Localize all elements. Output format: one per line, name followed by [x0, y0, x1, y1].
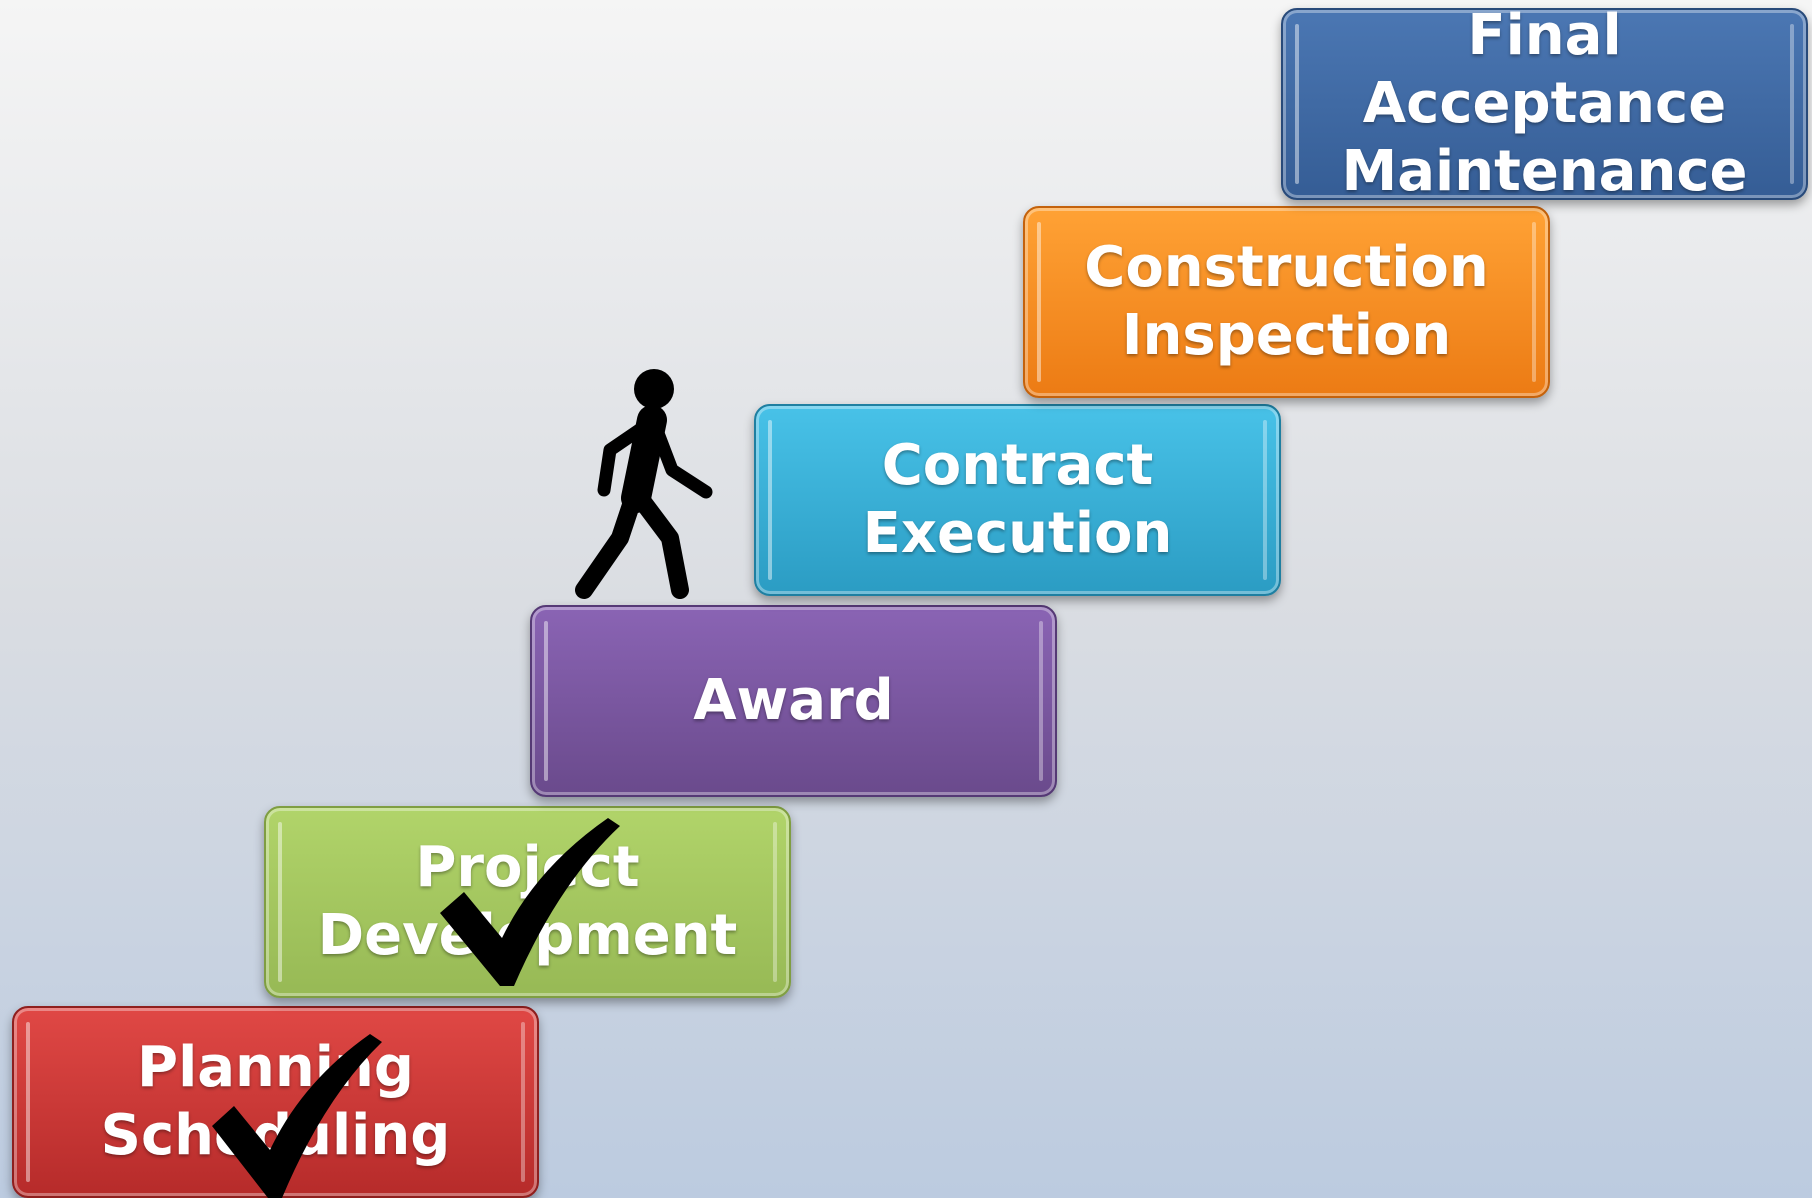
- checkmark-icon: [440, 818, 620, 986]
- step-label: Award: [693, 668, 894, 733]
- step-final-acceptance-maintenance: Final Acceptance Maintenance: [1281, 3, 1808, 204]
- step-award: Award: [530, 605, 1057, 797]
- step-label: Construction Inspection: [1084, 235, 1489, 368]
- step-label: Contract Execution: [862, 433, 1173, 566]
- step-construction-inspection: Construction Inspection: [1023, 206, 1550, 398]
- step-contract-execution: Contract Execution: [754, 404, 1281, 596]
- step-label: Final Acceptance Maintenance: [1341, 3, 1748, 204]
- person-walking-icon: [575, 369, 713, 599]
- checkmark-icon: [212, 1034, 382, 1198]
